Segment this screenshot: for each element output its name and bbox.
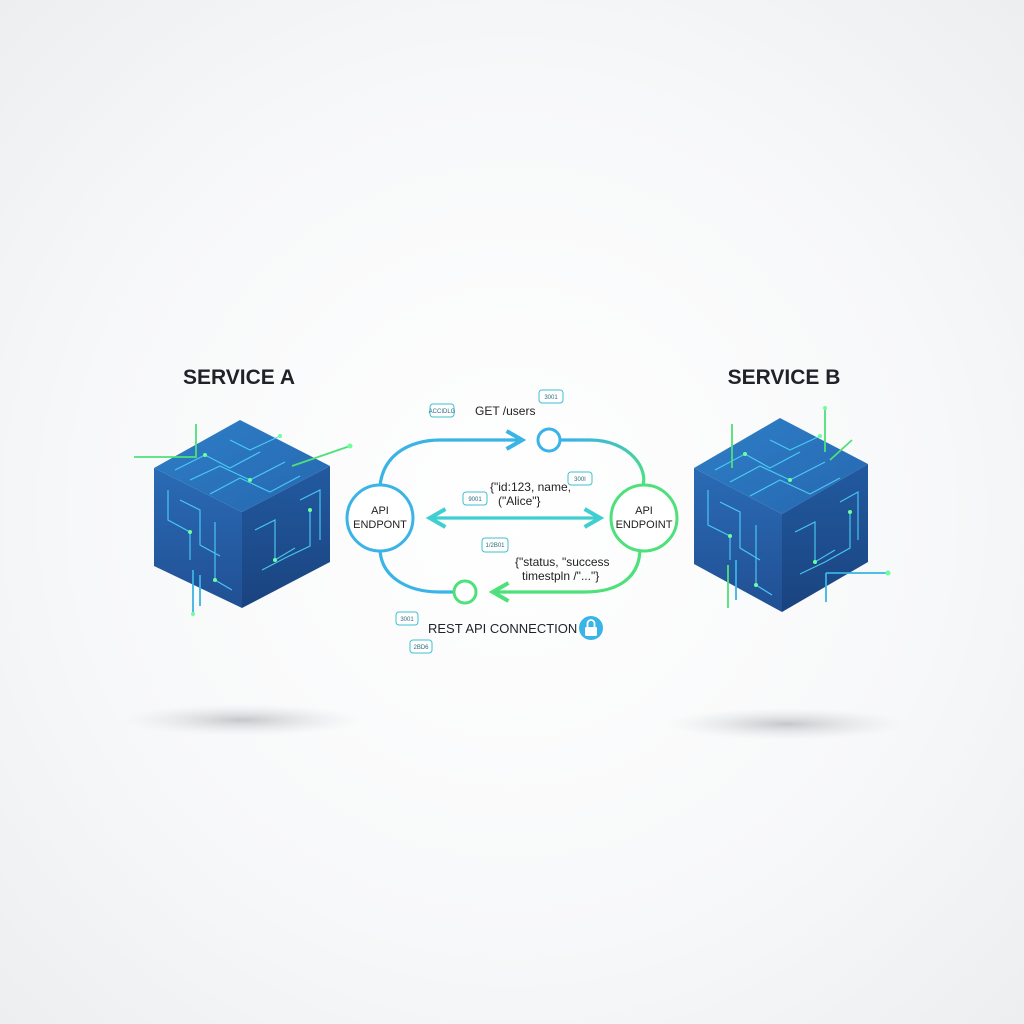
payload-line-1: {"id:123, name, — [490, 480, 571, 494]
service-b-nodes — [728, 406, 891, 587]
tag-chip: ACCIDLG — [429, 403, 456, 418]
right-endpoint: API ENDPOINT — [609, 483, 679, 553]
connection-loop — [378, 429, 646, 603]
svg-text:ENDPONT: ENDPONT — [353, 519, 407, 531]
svg-text:2BD6: 2BD6 — [413, 645, 429, 651]
service-a-nodes — [188, 434, 353, 616]
service-b-title: SERVICE B — [728, 366, 841, 389]
svg-text:API: API — [371, 505, 389, 517]
tag-chip: 3001 — [538, 389, 564, 404]
service-b-cube — [694, 406, 891, 612]
svg-text:1/2B01: 1/2B01 — [485, 543, 505, 549]
service-a-title: SERVICE A — [183, 366, 295, 389]
svg-text:API: API — [635, 505, 653, 517]
service-b-leads — [727, 408, 888, 608]
tag-chip: 9001 — [462, 491, 488, 506]
svg-text:ENDPOINT: ENDPOINT — [616, 519, 673, 531]
svg-text:9001: 9001 — [468, 497, 482, 503]
response-line-1: {"status, "success — [515, 555, 610, 569]
bottom-arrow — [488, 546, 642, 603]
tag-chip: 1/2B01 — [481, 537, 509, 553]
top-right-arc — [560, 438, 646, 490]
service-a-cube — [134, 420, 353, 616]
svg-text:ACCIDLG: ACCIDLG — [429, 409, 456, 415]
top-node — [536, 427, 562, 453]
service-a-circuits — [167, 435, 321, 591]
bottom-node — [452, 579, 478, 605]
request-label: GET /users — [475, 404, 535, 418]
svg-text:3001: 3001 — [544, 395, 558, 401]
service-b-shadow — [666, 708, 906, 740]
connection-label: REST API CONNECTION — [428, 621, 577, 636]
bottom-left-arc — [378, 546, 454, 594]
lock-icon — [579, 616, 603, 640]
tag-chip: 300I — [567, 471, 593, 486]
service-b-circuits — [707, 435, 859, 596]
service-a-shadow — [122, 704, 362, 736]
tag-chip: 2BD6 — [409, 639, 433, 654]
svg-text:3001: 3001 — [400, 617, 414, 623]
left-endpoint: API ENDPONT — [345, 483, 415, 553]
payload-line-2: ("Alice"} — [498, 494, 541, 508]
service-a-leads — [134, 424, 351, 614]
svg-text:300I: 300I — [574, 477, 586, 483]
tag-chip: 3001 — [395, 611, 419, 626]
response-line-2: timestpln /"..."} — [522, 569, 599, 583]
